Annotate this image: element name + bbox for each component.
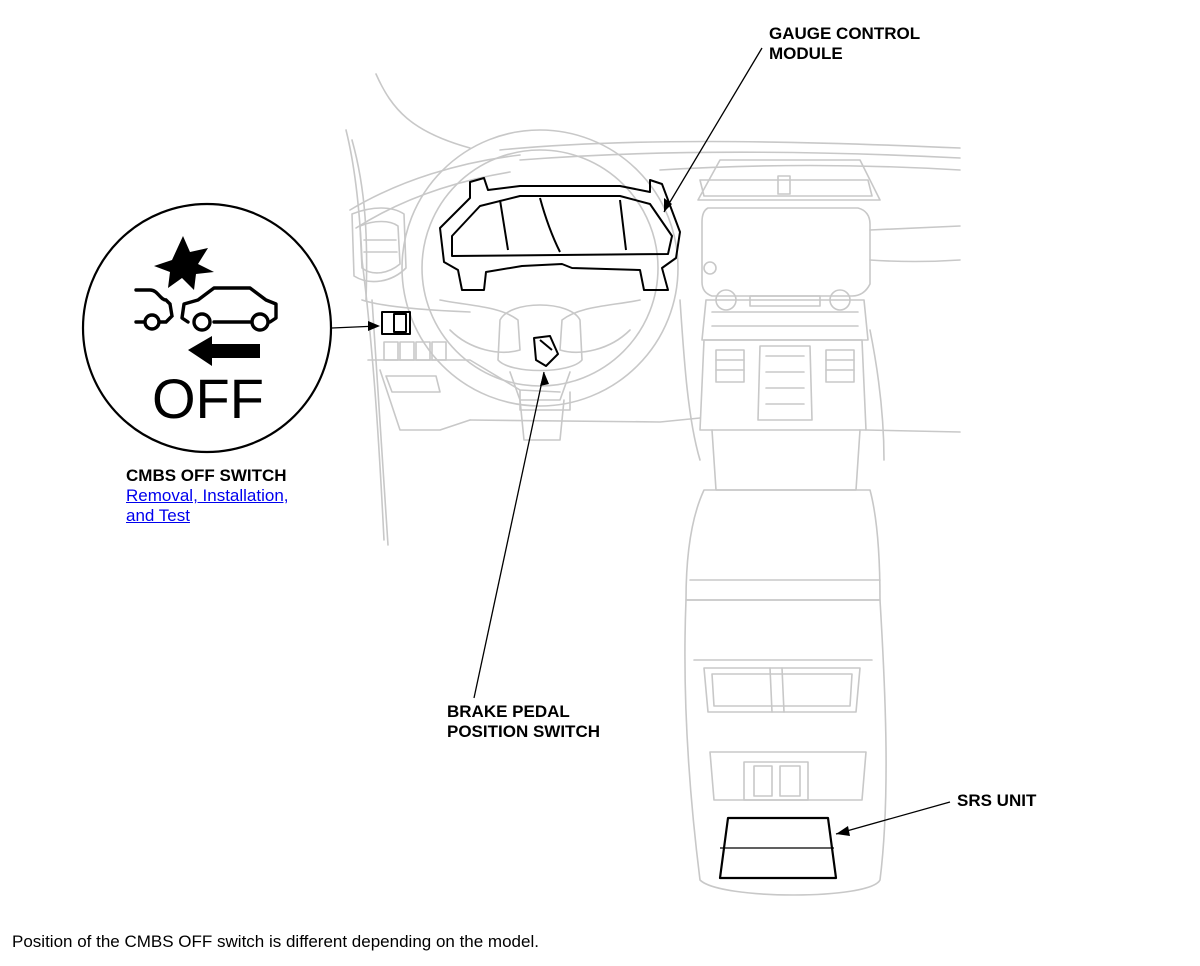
car-left-icon <box>134 288 174 324</box>
arrow-left-icon <box>188 336 260 366</box>
gauge-control-module-part <box>439 177 681 291</box>
link-line-2[interactable]: and Test <box>126 506 190 525</box>
leader-lines <box>331 47 951 835</box>
brake-pedal-line-2: POSITION SWITCH <box>447 722 600 741</box>
link-line-1[interactable]: Removal, Installation, <box>126 486 289 505</box>
brake-pedal-switch-part <box>533 335 559 367</box>
highlighted-parts <box>381 177 838 880</box>
car-right-icon <box>180 286 278 324</box>
footnote: Position of the CMBS OFF switch is diffe… <box>12 932 539 951</box>
cmbs-off-inset: OFF <box>81 202 333 454</box>
inset-off-label: OFF <box>152 367 264 430</box>
gauge-control-module-line-1: GAUGE CONTROL <box>769 24 921 43</box>
gauge-control-module-label: GAUGE CONTROL MODULE <box>769 24 920 64</box>
gauge-control-module-line-2: MODULE <box>769 44 843 63</box>
dashboard-line-art <box>345 73 961 896</box>
leader-arrowheads <box>368 198 850 836</box>
brake-pedal-line-1: BRAKE PEDAL <box>447 702 570 721</box>
cmbs-off-switch-part <box>381 311 411 335</box>
brake-pedal-position-switch-label: BRAKE PEDAL POSITION SWITCH <box>447 702 600 742</box>
cmbs-off-icon <box>134 236 278 366</box>
srs-unit-part <box>718 816 838 880</box>
srs-unit-label: SRS UNIT <box>957 791 1037 810</box>
removal-installation-test-link[interactable]: Removal, Installation, and Test <box>126 486 289 526</box>
collision-star-icon <box>154 236 214 290</box>
cmbs-off-switch-label: CMBS OFF SWITCH <box>126 466 287 485</box>
